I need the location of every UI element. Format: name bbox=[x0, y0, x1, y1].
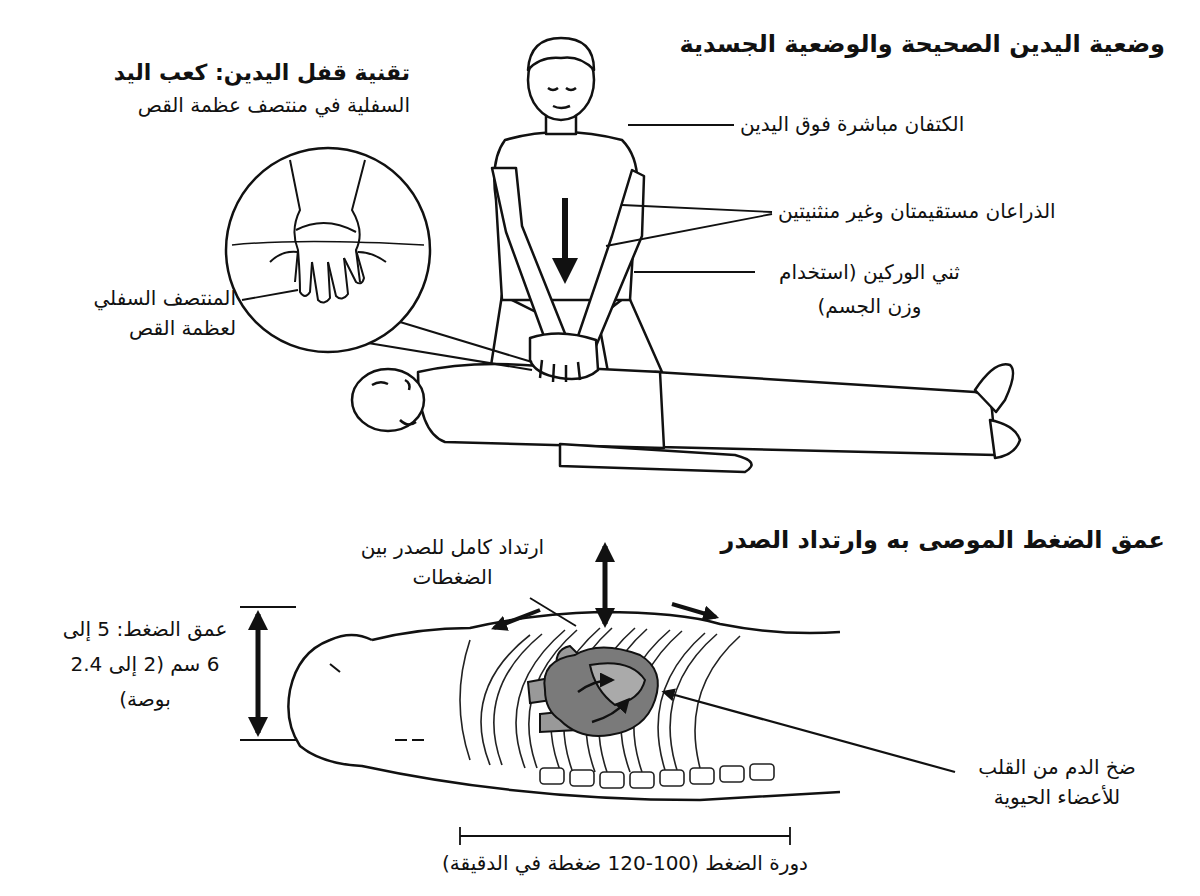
ribcage bbox=[460, 628, 740, 772]
cycle-bracket bbox=[460, 827, 790, 845]
leader-line bbox=[530, 598, 955, 772]
heart bbox=[528, 646, 658, 736]
callout-label: المنتصف السفلي لعظمة القص bbox=[50, 283, 236, 343]
leader-line bbox=[242, 125, 772, 300]
spine bbox=[540, 764, 774, 788]
inset-heading: تقنية قفل اليدين: كعب اليد bbox=[40, 56, 410, 89]
dimension-label: دورة الضغط (100-120 ضغطة في الدقيقة) bbox=[330, 848, 920, 878]
callout-label: الذراعان مستقيمتان وغير منثنيتين bbox=[778, 196, 1188, 226]
push-arrow bbox=[552, 198, 578, 284]
magnifier bbox=[226, 148, 532, 370]
section-heading: عمق الضغط الموصى به وارتداد الصدر bbox=[630, 522, 1165, 558]
patient-figure bbox=[352, 364, 1020, 472]
body-cross-section bbox=[288, 612, 840, 800]
callout-label: ضخ الدم من القلب للأعضاء الحيوية bbox=[962, 752, 1152, 812]
callout-label: الكتفان مباشرة فوق اليدين bbox=[740, 109, 1100, 139]
callout-label: ثني الوركين (استخدام وزن الجسم) bbox=[762, 255, 977, 323]
callout-label: ارتداد كامل للصدر بين الضغطات bbox=[350, 532, 555, 592]
dimension-label: عمق الضغط: 5 إلى 6 سم (2 إلى 2.4 بوصة) bbox=[60, 612, 230, 717]
depth-dimension bbox=[240, 607, 296, 740]
inset-heading-line: السفلية في منتصف عظمة القص bbox=[30, 90, 410, 120]
rescuer-figure bbox=[492, 38, 644, 382]
section-heading: وضعية اليدين الصحيحة والوضعية الجسدية bbox=[600, 26, 1165, 62]
